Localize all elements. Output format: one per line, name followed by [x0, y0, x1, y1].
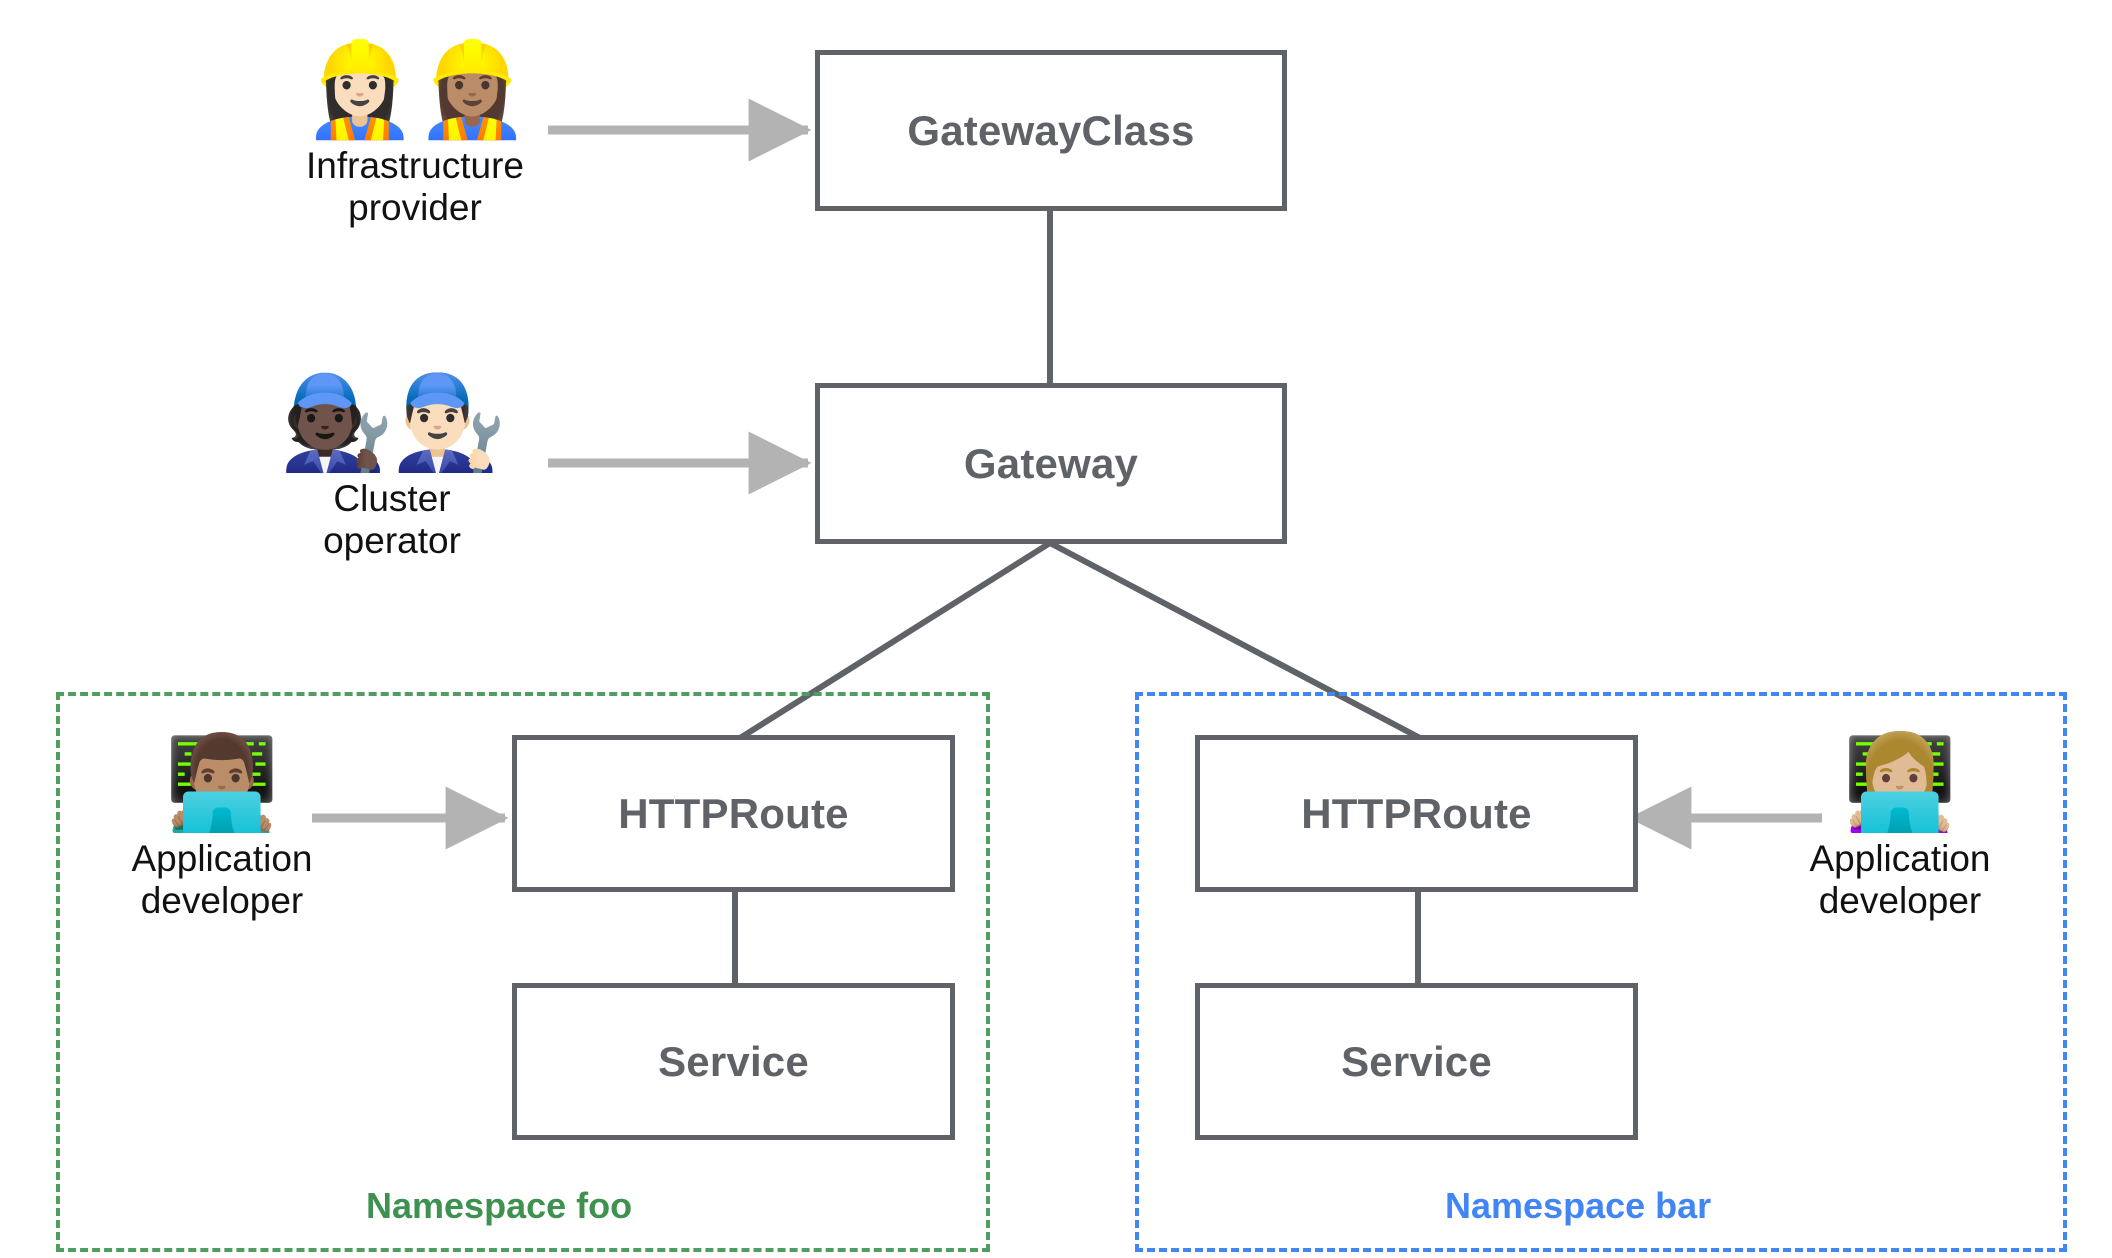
persona-infrastructure-provider-label: Infrastructure provider	[306, 144, 524, 229]
mechanic-icons: 🧑🏿‍🔧👨🏻‍🔧	[279, 372, 506, 474]
node-httproute-bar-label: HTTPRoute	[1301, 789, 1532, 837]
node-gatewayclass-label: GatewayClass	[907, 106, 1195, 154]
persona-cluster-operator-label: Cluster operator	[323, 477, 461, 562]
persona-application-developer-foo: 👨🏽‍💻 Application developer	[52, 735, 392, 923]
construction-worker-icons: 👷🏻‍♀️👷🏽‍♀️	[302, 39, 529, 141]
node-gatewayclass[interactable]: GatewayClass	[815, 50, 1287, 211]
node-httproute-bar[interactable]: HTTPRoute	[1195, 735, 1638, 892]
node-httproute-foo[interactable]: HTTPRoute	[512, 735, 955, 892]
node-service-bar[interactable]: Service	[1195, 983, 1638, 1140]
namespace-bar-container	[1135, 692, 2067, 1252]
node-service-foo[interactable]: Service	[512, 983, 955, 1140]
technologist-man-icon: 👨🏽‍💻	[164, 732, 280, 834]
node-gateway[interactable]: Gateway	[815, 383, 1287, 544]
namespace-foo-container	[56, 692, 990, 1252]
node-service-bar-label: Service	[1341, 1037, 1492, 1085]
namespace-bar-label: Namespace bar	[1445, 1185, 1712, 1226]
persona-infrastructure-provider: 👷🏻‍♀️👷🏽‍♀️ Infrastructure provider	[245, 42, 585, 230]
persona-application-developer-foo-label: Application developer	[131, 837, 313, 922]
namespace-foo-label: Namespace foo	[366, 1185, 633, 1226]
node-gateway-label: Gateway	[963, 439, 1139, 487]
node-service-foo-label: Service	[658, 1037, 809, 1085]
node-httproute-foo-label: HTTPRoute	[618, 789, 849, 837]
technologist-woman-icon: 👩🏼‍💻	[1842, 732, 1958, 834]
persona-cluster-operator: 🧑🏿‍🔧👨🏻‍🔧 Cluster operator	[222, 375, 562, 563]
persona-application-developer-bar: 👩🏼‍💻 Application developer	[1730, 735, 2070, 923]
persona-application-developer-bar-label: Application developer	[1809, 837, 1991, 922]
